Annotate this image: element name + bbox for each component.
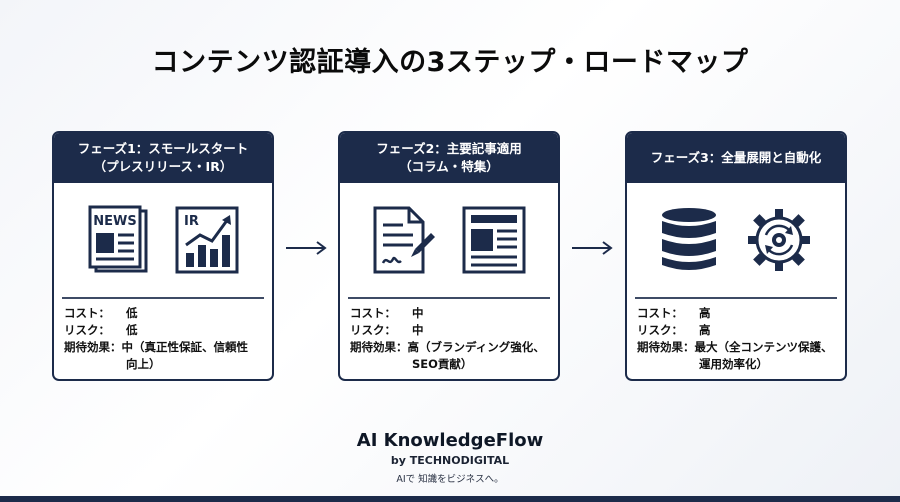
phase-1-risk-label: リスク： (64, 323, 110, 337)
phase-1-effect-label: 期待効果： (64, 340, 122, 354)
phase-3-effect-label: 期待効果： (637, 340, 695, 354)
phase-2-cost-label: コスト： (350, 306, 396, 320)
bottom-bar (0, 496, 900, 502)
phase-2-info: コスト： 中 リスク： 中 期待効果：高（ブランディング強化、 SEO貢献） (340, 299, 558, 373)
newspaper-icon-label: NEWS (93, 214, 136, 229)
phase-1-title: フェーズ1：スモールスタート (77, 141, 249, 156)
phase-2-icons (340, 183, 558, 297)
brand-byline: by TECHNODIGITAL (390, 454, 510, 467)
phase-2-effect-line1: 高（ブランディング強化、 (407, 340, 545, 354)
phase-2-divider (348, 297, 550, 299)
phase-3-info: コスト： 高 リスク： 高 期待効果：最大（全コンテンツ保護、 運用効率化） (627, 299, 845, 373)
phase-1-cost-label: コスト： (64, 306, 110, 320)
phase-2-title: フェーズ2：主要記事適用 (376, 141, 522, 156)
phase-3-icons (627, 183, 845, 297)
gear-automation-icon (748, 209, 810, 271)
phase-2-subtitle: （コラム・特集） (399, 159, 499, 174)
ir-chart-icon: IR (175, 206, 239, 274)
signed-document-icon (373, 206, 435, 274)
phase-1-effect-line2: 向上） (126, 357, 161, 371)
arrow-right-icon (286, 241, 327, 255)
phase-1-icons: NEWS IR (54, 183, 272, 297)
phase-3-effect-line1: 最大（全コンテンツ保護、 (694, 340, 833, 354)
phase-1-divider (62, 297, 264, 299)
phase-2-effect-line2: SEO貢献） (412, 357, 473, 371)
phase-1-subtitle: （プレスリリース・IR） (93, 159, 233, 174)
phase-3-card: フェーズ3：全量展開と自動化 (625, 131, 847, 381)
phase-2-risk-value: 中 (412, 323, 424, 337)
phase-1-header: フェーズ1：スモールスタート （プレスリリース・IR） (54, 133, 272, 183)
brand-tagline: AIで 知識をビジネスへ。 (396, 474, 504, 485)
phase-3-title: フェーズ3：全量展開と自動化 (650, 150, 822, 165)
phase-2-risk-label: リスク： (350, 323, 396, 337)
phase-3-header: フェーズ3：全量展開と自動化 (627, 133, 845, 183)
article-icon (462, 206, 526, 274)
phase-2-header: フェーズ2：主要記事適用 （コラム・特集） (340, 133, 558, 183)
phase-2-effect-label: 期待効果： (350, 340, 408, 354)
phase-3-risk-label: リスク： (637, 323, 683, 337)
phase-3-cost-label: コスト： (637, 306, 683, 320)
phase-1-card: フェーズ1：スモールスタート （プレスリリース・IR） NEWS IR コスト：… (52, 131, 274, 381)
newspaper-icon: NEWS (88, 205, 148, 273)
phase-2-cost-value: 中 (412, 306, 424, 320)
phase-1-risk-value: 低 (126, 323, 138, 337)
phase-3-divider (635, 297, 837, 299)
database-icon (662, 208, 716, 270)
phase-3-effect-line2: 運用効率化） (699, 357, 768, 371)
arrow-right-icon (572, 241, 613, 255)
page-title: コンテンツ認証導入の3ステップ・ロードマップ (151, 47, 749, 78)
phase-1-cost-value: 低 (126, 306, 138, 320)
brand-logo: AI KnowledgeFlow (356, 430, 544, 451)
phase-3-cost-value: 高 (699, 306, 711, 320)
phase-1-effect-line1: 中（真正性保証、信頼性 (121, 340, 249, 354)
phase-2-card: フェーズ2：主要記事適用 （コラム・特集） コスト：中 リスク：中 期待効 (338, 131, 560, 381)
phase-1-info: コスト： 低 リスク： 低 期待効果：中（真正性保証、信頼性 向上） (54, 299, 272, 373)
ir-icon-label: IR (184, 214, 199, 229)
phase-3-risk-value: 高 (699, 323, 711, 337)
